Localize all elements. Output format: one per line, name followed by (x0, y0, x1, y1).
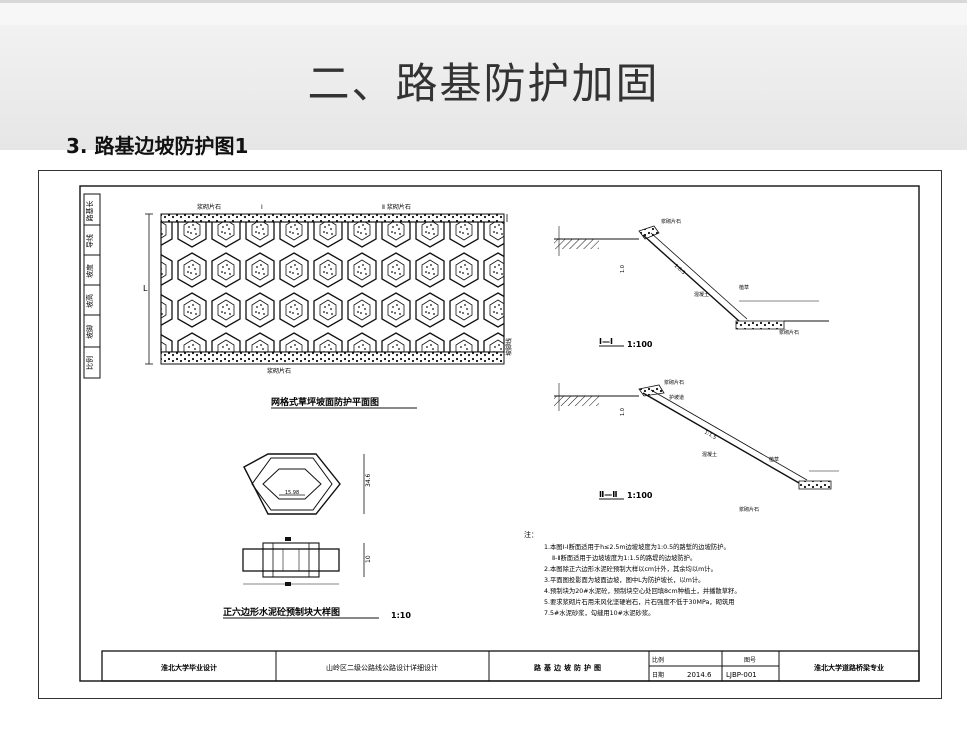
sec1-tag-2: 植草 (739, 284, 749, 291)
block-scale: 1:10 (391, 611, 411, 620)
note-5: 5.要求浆砌片石用未风化坚硬岩石，片石强度不低于30MPa，砌筑用 (544, 597, 735, 606)
sec2-scale: 1:100 (627, 491, 653, 500)
sec2-tag-5: 浆砌片石 (739, 506, 759, 513)
plan-view: L 浆砌片石 Ⅰ Ⅱ 浆砌片石 浆砌片石 坡脚线 网格式草坪坡面防护平面图 (143, 203, 513, 409)
strip-label-5: 坡脚 (85, 325, 94, 339)
sec1-tag-1: 浆砌片石 (661, 218, 681, 225)
plan-right-label: 坡脚线 (505, 338, 513, 356)
note-5b: 7.5#水泥砂浆，勾缝用10#水泥砂浆。 (544, 608, 654, 617)
plan-top-mid-label: Ⅰ (261, 204, 263, 211)
sec2-h: 1.0 (620, 408, 626, 416)
plan-title: 网格式草坪坡面防护平面图 (271, 396, 379, 408)
slide-subtitle: 3. 路基边坡防护图1 (66, 134, 249, 158)
hexagon-block-detail: 15.98 34.6 10 正六边形水泥砼预制块大样图 1:10 (223, 453, 411, 620)
tb-no-label: 图号 (744, 657, 756, 664)
strip-label-3: 坡度 (85, 264, 94, 278)
note-2: 2.本图除正六边形水泥砼预制大样以cm计外，其余均以m计。 (544, 564, 717, 573)
engineering-drawing: 路基长 导线 坡度 坡高 坡脚 比例 L 浆砌片石 Ⅰ Ⅱ 浆砌片石 浆砌片石 … (38, 170, 942, 699)
tb-no: LJBP-001 (726, 671, 757, 679)
section-1: 浆砌片石 植草 混凝土 浆砌片石 1:0.5 1.0 Ⅰ—Ⅰ 1:100 (554, 218, 829, 349)
tb-project: 山岭区二级公路线公路设计详细设计 (326, 663, 438, 672)
notes: 注： 1.本图Ⅰ-Ⅰ断面适用于h≤2.5m边坡坡度为1:0.5的路堑的边坡防护。… (524, 530, 741, 617)
tb-school: 淮北大学毕业设计 (161, 663, 217, 672)
plan-top-left-label: 浆砌片石 (197, 203, 221, 211)
block-title: 正六边形水泥砼预制块大样图 (223, 606, 340, 618)
block-thick-dim: 10 (365, 555, 372, 563)
note-3: 3.平面图投影面为坡面边坡，图中L为防护坡长，以m计。 (544, 575, 704, 584)
strip-label-4: 坡高 (85, 294, 94, 308)
tb-date-label: 日期 (652, 671, 664, 679)
block-inner-dim: 15.98 (285, 490, 299, 496)
tb-drawing: 路基边坡防护图 (534, 663, 604, 672)
plan-bottom-label: 浆砌片石 (267, 367, 291, 375)
sec2-label: Ⅱ—Ⅱ (599, 490, 618, 499)
sec1-tag-4: 浆砌片石 (779, 329, 799, 336)
sec1-tag-3: 混凝土 (694, 291, 709, 298)
note-4: 4.预制块为20#水泥砼，预制块空心处回填8cm种植土，并播散草籽。 (544, 586, 741, 595)
tb-date: 2014.6 (687, 671, 712, 679)
slide-header-band (0, 0, 967, 150)
left-title-strip: 路基长 导线 坡度 坡高 坡脚 比例 (83, 193, 101, 379)
strip-label-2: 导线 (85, 234, 94, 248)
sec2-tag-1: 浆砌片石 (664, 379, 684, 386)
sec2-tag-3: 混凝土 (702, 451, 717, 458)
sec1-scale: 1:100 (627, 340, 653, 349)
sec1-h: 1.0 (620, 265, 626, 273)
header-top-gap (0, 3, 967, 25)
strip-label-6: 比例 (85, 356, 94, 370)
note-1: 1.本图Ⅰ-Ⅰ断面适用于h≤2.5m边坡坡度为1:0.5的路堑的边坡防护。 (544, 542, 730, 551)
title-block: 淮北大学毕业设计 山岭区二级公路线公路设计详细设计 路基边坡防护图 比例 日期 … (101, 650, 920, 682)
slide-title: 二、路基防护加固 (307, 59, 660, 108)
strip-label-1: 路基长 (85, 201, 94, 222)
plan-top-right-label: Ⅱ 浆砌片石 (382, 203, 411, 211)
section-2: 浆砌片石 护坡道 混凝土 植草 浆砌片石 1:1.5 1.0 Ⅱ—Ⅱ 1:100 (554, 379, 839, 513)
block-height-dim: 34.6 (365, 473, 372, 487)
plan-length-dim: L (143, 284, 148, 293)
sec2-slope: 1:1.5 (703, 430, 717, 442)
sec2-tag-4: 植草 (769, 456, 779, 463)
header-top-line (0, 0, 967, 3)
sec1-label: Ⅰ—Ⅰ (599, 337, 613, 346)
tb-right: 淮北大学道路桥梁专业 (814, 663, 884, 672)
tb-scale-label: 比例 (652, 656, 664, 664)
note-1b: Ⅱ-Ⅱ断面适用于边坡坡度为1:1.5的路堤的边坡防护。 (552, 553, 696, 562)
sec1-slope: 1:0.5 (673, 263, 687, 276)
sec2-tag-2: 护坡道 (669, 394, 684, 401)
notes-head: 注： (524, 530, 538, 539)
